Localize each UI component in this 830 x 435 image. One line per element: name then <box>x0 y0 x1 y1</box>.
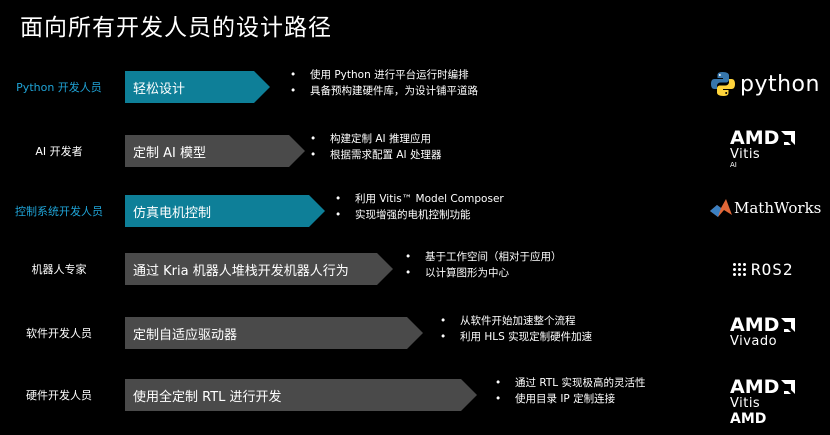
list-item: 根据需求配置 AI 处理器 <box>310 147 441 163</box>
vitis-text: Vitis <box>730 396 761 411</box>
path-arrow-label: 轻松设计 <box>133 81 186 97</box>
feature-list: 基于工作空间（相对于应用） 以计算图形为中心 <box>405 249 562 281</box>
list-item: 构建定制 AI 推理应用 <box>310 131 441 147</box>
vivado-text: Vivado <box>730 334 778 349</box>
path-arrow-label: 通过 Kria 机器人堆栈开发机器人行为 <box>133 263 349 279</box>
path-arrow: 通过 Kria 机器人堆栈开发机器人行为 <box>125 253 393 285</box>
path-arrow: 仿真电机控制 <box>125 195 325 227</box>
feature-list: 通过 RTL 实现极高的灵活性 使用目录 IP 定制连接 <box>495 375 645 407</box>
path-arrow-label: 仿真电机控制 <box>133 205 212 221</box>
python-icon <box>711 72 735 96</box>
feature-list: 构建定制 AI 推理应用 根据需求配置 AI 处理器 <box>310 131 441 163</box>
ros2-logo-text: ROS2 <box>751 260 794 279</box>
role-label: 机器人专家 <box>31 263 87 276</box>
mathworks-logo-text: MathWorks <box>734 199 822 217</box>
path-arrow: 定制自适应驱动器 <box>125 317 423 349</box>
amd-logo-text: AMD <box>730 127 780 149</box>
amd-vitis-logo: AMD Vitis AMD <box>730 376 796 427</box>
mathworks-logo: MathWorks <box>710 199 821 217</box>
role-label: 软件开发人员 <box>26 327 92 340</box>
vitis-text: Vitis <box>730 147 761 162</box>
amd-vitis-ai-logo: AMD Vitis AI <box>730 127 796 169</box>
role-label: Python 开发人员 <box>16 81 102 94</box>
list-item: 以计算图形为中心 <box>405 265 562 281</box>
path-arrow: 定制 AI 模型 <box>125 135 305 167</box>
path-arrow-label: 使用全定制 RTL 进行开发 <box>133 389 282 405</box>
path-arrow: 轻松设计 <box>125 71 270 103</box>
feature-list: 利用 Vitis™ Model Composer 实现增强的电机控制功能 <box>335 191 504 223</box>
role-label: 控制系统开发人员 <box>15 205 103 218</box>
path-arrow-label: 定制自适应驱动器 <box>133 327 238 343</box>
mathworks-membrane-icon <box>710 199 732 217</box>
list-item: 使用目录 IP 定制连接 <box>495 391 645 407</box>
feature-list: 从软件开始加速整个流程 利用 HLS 实现定制硬件加速 <box>440 313 592 345</box>
ros2-logo: ROS2 <box>733 260 794 279</box>
python-logo-text: python <box>740 71 820 97</box>
amd-vivado-logo: AMD Vivado <box>730 314 796 349</box>
path-row-control: 控制系统开发人员 仿真电机控制 利用 Vitis™ Model Composer… <box>0 193 830 235</box>
path-row-hardware: 硬件开发人员 使用全定制 RTL 进行开发 通过 RTL 实现极高的灵活性 使用… <box>0 376 830 427</box>
list-item: 实现增强的电机控制功能 <box>335 207 504 223</box>
list-item: 利用 Vitis™ Model Composer <box>335 191 504 207</box>
path-row-python: Python 开发人员 轻松设计 使用 Python 进行平台运行时编排 具备预… <box>0 69 830 111</box>
python-logo: python <box>710 71 820 97</box>
role-label: AI 开发者 <box>35 145 83 158</box>
path-row-ai: AI 开发者 定制 AI 模型 构建定制 AI 推理应用 根据需求配置 AI 处… <box>0 127 830 175</box>
ai-text: AI <box>730 161 737 169</box>
ros-dots-icon <box>733 263 746 276</box>
list-item: 使用 Python 进行平台运行时编排 <box>290 67 478 83</box>
role-label: 硬件开发人员 <box>26 389 92 402</box>
page-title: 面向所有开发人员的设计路径 <box>20 15 332 41</box>
list-item: 从软件开始加速整个流程 <box>440 313 592 329</box>
path-arrow-label: 定制 AI 模型 <box>133 145 206 161</box>
list-item: 通过 RTL 实现极高的灵活性 <box>495 375 645 391</box>
path-row-robotics: 机器人专家 通过 Kria 机器人堆栈开发机器人行为 基于工作空间（相对于应用）… <box>0 251 830 293</box>
amd-arrow-icon <box>781 380 796 394</box>
amd-logo-text: AMD <box>730 314 780 336</box>
amd-logo-text-extra: AMD <box>730 411 767 427</box>
list-item: 具备预构建硬件库，为设计铺平道路 <box>290 83 478 99</box>
feature-list: 使用 Python 进行平台运行时编排 具备预构建硬件库，为设计铺平道路 <box>290 67 478 99</box>
amd-logo-text: AMD <box>730 376 780 398</box>
path-arrow: 使用全定制 RTL 进行开发 <box>125 379 477 411</box>
path-row-software: 软件开发人员 定制自适应驱动器 从软件开始加速整个流程 利用 HLS 实现定制硬… <box>0 314 830 357</box>
amd-arrow-icon <box>781 318 796 332</box>
list-item: 利用 HLS 实现定制硬件加速 <box>440 329 592 345</box>
list-item: 基于工作空间（相对于应用） <box>405 249 562 265</box>
amd-arrow-icon <box>781 131 796 145</box>
